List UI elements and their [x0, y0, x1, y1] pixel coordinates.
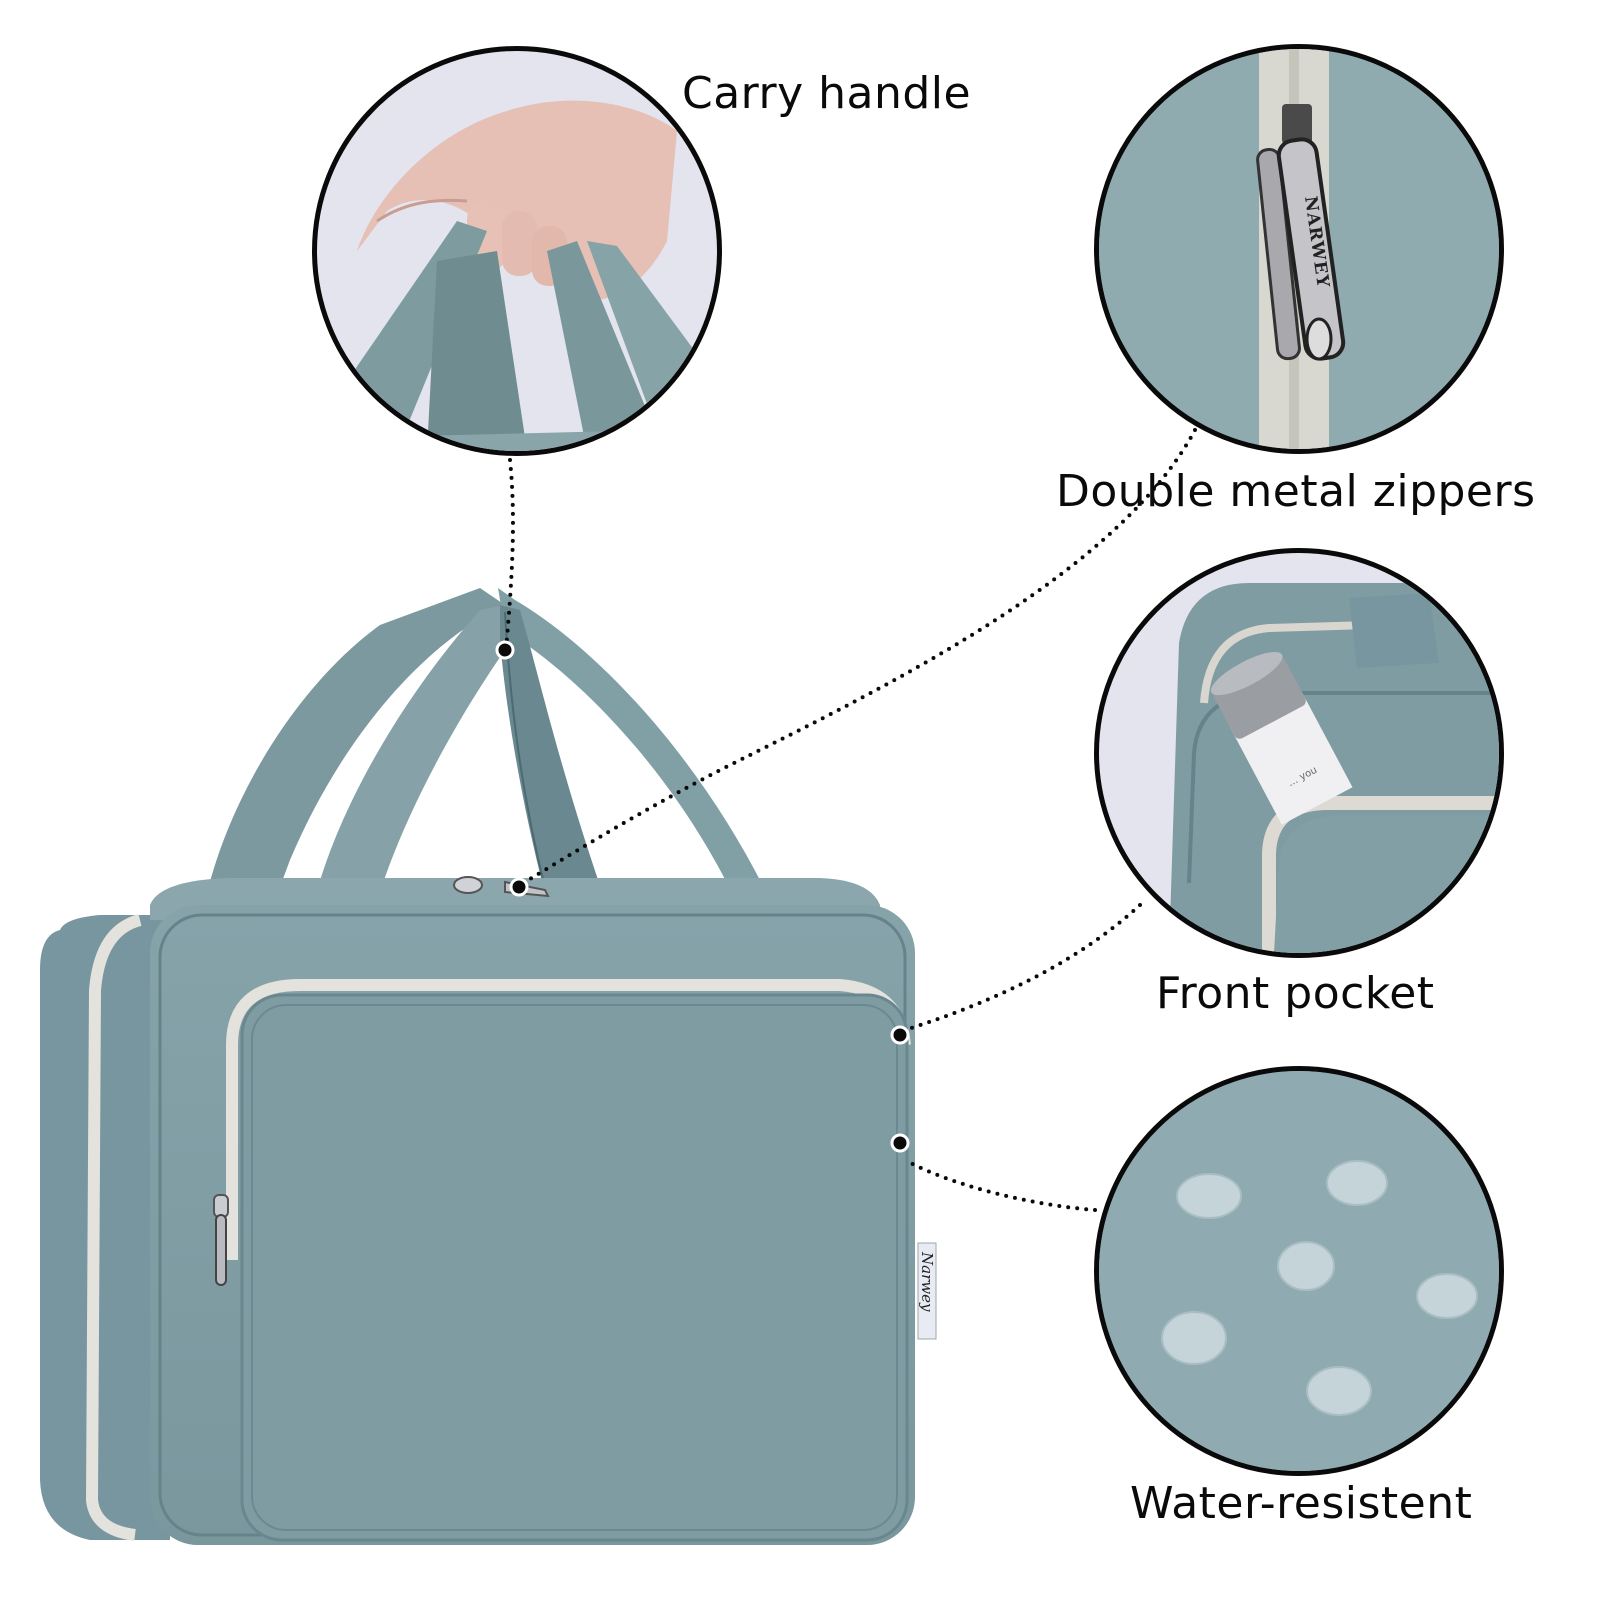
- feature-label-water-resistent: Water-resistent: [1130, 1478, 1473, 1529]
- leader-water: [903, 1158, 1097, 1212]
- leader-lines: [504, 428, 1197, 1212]
- front-pocket-with-bottle-image: … you: [1169, 583, 1499, 953]
- feature-label-front-pocket: Front pocket: [1156, 968, 1435, 1019]
- anchor-dot-pocket: [890, 1025, 910, 1045]
- detail-circle-water-resistent: [1094, 1066, 1504, 1476]
- feature-label-zippers: Double metal zippers: [1056, 466, 1536, 517]
- handle-front-right: [500, 605, 605, 905]
- detail-circle-zippers: NARWEY: [1094, 44, 1504, 454]
- water-droplets: [1161, 1160, 1478, 1416]
- handle-front-left: [310, 605, 512, 920]
- leader-zippers: [518, 428, 1197, 887]
- bag-side: [40, 915, 170, 1540]
- anchor-dots: [495, 640, 910, 1153]
- handle-back-right: [498, 588, 765, 910]
- leader-front-pocket: [903, 903, 1142, 1032]
- detail-circle-carry-handle: [312, 46, 722, 456]
- handle-back-left: [200, 588, 505, 935]
- anchor-dot-zipper: [509, 877, 529, 897]
- anchor-dot-handle: [495, 640, 515, 660]
- front-pocket: [240, 993, 909, 1542]
- brand-tag: [917, 1242, 937, 1340]
- metal-zipper-pulls-image: NARWEY: [1099, 49, 1499, 449]
- brand-tag-text: Narwey: [918, 1251, 936, 1312]
- water-droplets-on-fabric-image: [1099, 1071, 1499, 1471]
- leader-carry-handle: [504, 458, 515, 652]
- feature-label-carry-handle: Carry handle: [682, 68, 972, 119]
- pocket-zipper-pull: [213, 1194, 229, 1286]
- detail-circle-front-pocket: … you: [1094, 548, 1504, 958]
- anchor-dot-water: [890, 1133, 910, 1153]
- hand-holding-handles-image: [337, 100, 717, 451]
